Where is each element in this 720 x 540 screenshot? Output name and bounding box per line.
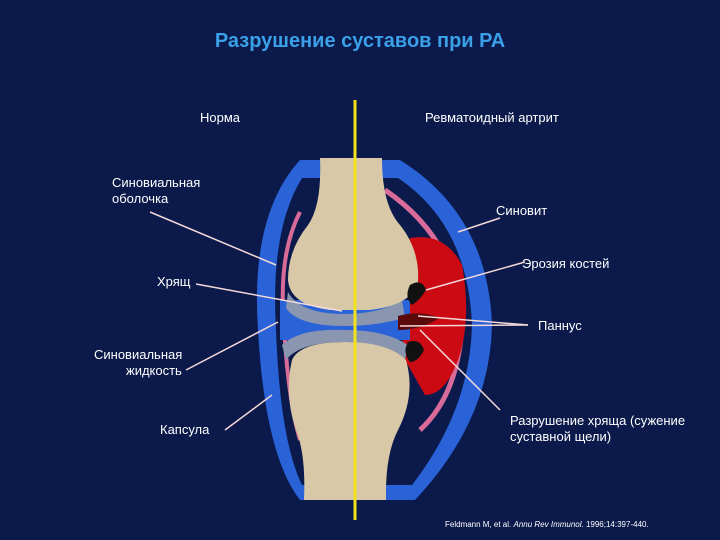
citation-rest: . 1996;14:397-440. bbox=[581, 520, 649, 529]
upper-bone bbox=[288, 158, 419, 310]
label-normal: Норма bbox=[200, 110, 241, 125]
erosion-upper bbox=[407, 282, 426, 305]
label-cartilage: Хрящ bbox=[157, 274, 191, 289]
label-synovial-fluid-1: Синовиальная bbox=[94, 347, 183, 362]
label-pannus: Паннус bbox=[538, 318, 582, 333]
label-capsule: Капсула bbox=[160, 422, 210, 437]
label-synovitis: Синовит bbox=[496, 203, 548, 218]
label-synovial-membrane-2: оболочка bbox=[112, 191, 169, 206]
label-cartilage-destruction-1: Разрушение хряща (сужение bbox=[510, 413, 686, 428]
citation-journal: Annu Rev Immunol bbox=[513, 520, 582, 529]
label-cartilage-destruction-2: суставной щели) bbox=[510, 429, 612, 444]
citation: Feldmann M, et al. Annu Rev Immunol. 199… bbox=[445, 520, 649, 529]
upper-cartilage bbox=[286, 292, 405, 326]
label-ra: Ревматоидный артрит bbox=[425, 110, 559, 125]
label-synovial-fluid-2: жидкость bbox=[126, 363, 182, 378]
label-bone-erosion: Эрозия костей bbox=[522, 256, 610, 271]
label-synovial-membrane-1: Синовиальная bbox=[112, 175, 201, 190]
pointer-lines bbox=[149, 211, 529, 431]
citation-authors: Feldmann M, et al. bbox=[445, 520, 514, 529]
page-title: Разрушение суставов при РА bbox=[214, 30, 506, 52]
erosion-lower bbox=[405, 341, 424, 362]
lower-cartilage bbox=[282, 329, 408, 360]
lower-bone bbox=[288, 342, 410, 500]
